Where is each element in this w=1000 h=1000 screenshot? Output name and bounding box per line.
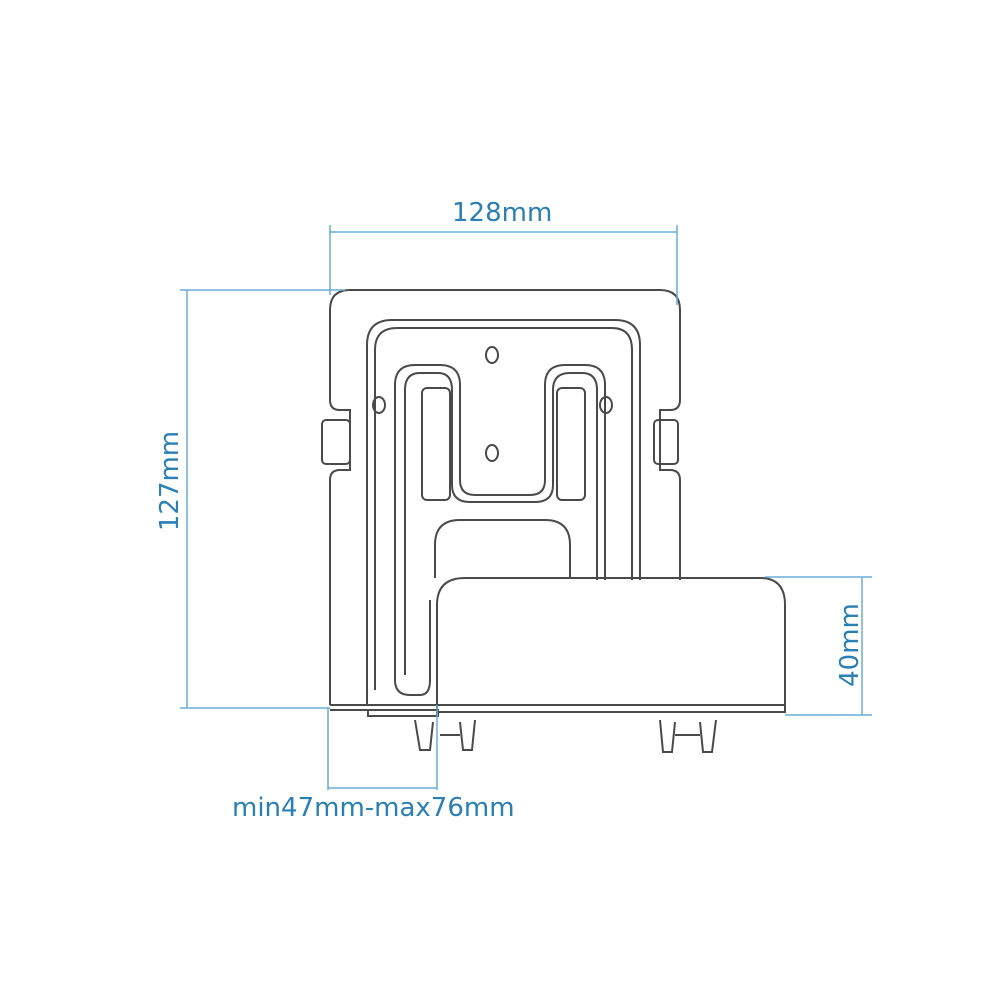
depth-range-dimension-label: min47mm-max76mm — [232, 793, 515, 823]
bracket-outline — [321, 289, 786, 753]
shelf-height-dimension-label: 40mm — [834, 603, 865, 687]
dimension-lines — [180, 225, 872, 790]
width-dimension-label: 128mm — [452, 198, 553, 228]
height-dimension-label: 127mm — [155, 430, 186, 532]
